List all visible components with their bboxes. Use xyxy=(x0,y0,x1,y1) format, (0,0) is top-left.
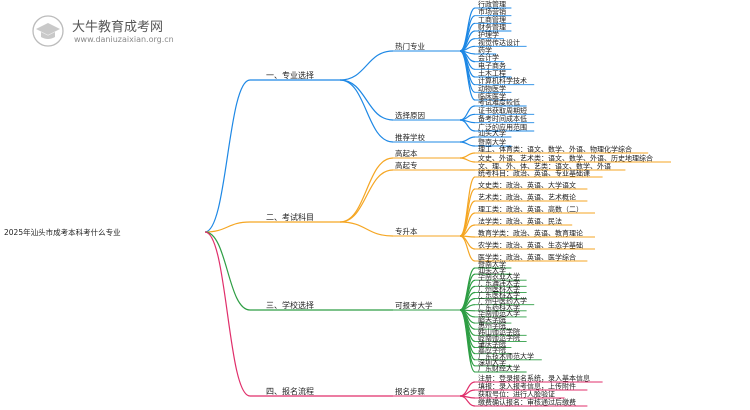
item-connector xyxy=(459,381,476,397)
leaf-item: 理工类：政治、英语、高数（二） xyxy=(478,205,583,214)
leaf-item: 动物医学 xyxy=(478,84,506,93)
leaf-item: 广东医科大学 xyxy=(478,290,520,299)
leaf-item: 广泛的应用范围 xyxy=(478,123,527,132)
leaf-item: 广州中医药大学 xyxy=(478,296,527,305)
item-connector xyxy=(459,157,476,163)
leaf-item: 教育学类：政治、英语、教育理论 xyxy=(478,229,583,238)
group-connector xyxy=(339,50,394,81)
leaf-item: 缴费确认报名：审核通过后缴费 xyxy=(478,398,576,407)
leaf-item: 韶关学院 xyxy=(478,315,506,324)
item-connector xyxy=(459,235,476,262)
group-connector xyxy=(339,79,394,143)
leaf-item: 华南师范大学 xyxy=(478,308,520,317)
leaf-item: 土木工程 xyxy=(478,69,506,78)
leaf-item: 视觉传达设计 xyxy=(478,38,520,47)
group-connector xyxy=(339,169,394,223)
leaf-item: 填报：录入报考信息，上传附件 xyxy=(478,382,576,391)
group-label: 热门专业 xyxy=(395,41,425,51)
item-connector xyxy=(459,141,476,147)
root-connector xyxy=(204,221,251,233)
leaf-item: 备考时间成本低 xyxy=(478,114,527,123)
leaf-item: 农学类：政治、英语、生态学基础 xyxy=(478,241,583,250)
leaf-item: 医学类：政治、英语、医学综合 xyxy=(478,253,576,262)
leaf-item: 嘉应学院 xyxy=(478,345,506,354)
leaf-item: 暨南大学 xyxy=(478,138,506,147)
group-label: 可报考大学 xyxy=(395,300,433,310)
graduation-cap-logo-icon xyxy=(32,15,64,47)
leaf-item: 岭南师范学院 xyxy=(478,333,520,342)
group-connector xyxy=(339,221,394,237)
leaf-item: 汕头大学 xyxy=(478,129,506,138)
leaf-item: 计算机科学技术 xyxy=(478,76,527,85)
leaf-item: 文史类：政治、英语、大学语文 xyxy=(478,181,576,190)
leaf-item: 艺术类：政治、英语、艺术概论 xyxy=(478,193,576,202)
group-connector xyxy=(339,157,394,223)
root-connector xyxy=(204,79,251,233)
leaf-item: 法学类：政治、英语、民法 xyxy=(478,217,562,226)
item-connector xyxy=(459,176,476,237)
leaf-item: 护理学 xyxy=(478,30,499,39)
leaf-item: 深圳大学 xyxy=(478,357,506,366)
leaf-item: 肇庆学院 xyxy=(478,339,506,348)
root-topic: 2025年汕头市成考本科考什么专业 xyxy=(4,227,121,237)
item-connector xyxy=(459,188,476,237)
leaf-item: 文、理、外、体、艺类：语文、数学、外语 xyxy=(478,162,611,171)
branch-label: 四、报名流程 xyxy=(266,386,314,396)
leaf-item: 广州医科大学 xyxy=(478,284,520,293)
watermark-url: www.daniuzaixian.org.cn xyxy=(74,35,174,44)
branch-label: 一、专业选择 xyxy=(266,70,314,80)
item-connector xyxy=(459,119,476,132)
leaf-item: 药学 xyxy=(478,46,492,55)
leaf-item: 财务管理 xyxy=(478,23,506,32)
group-label: 选择原因 xyxy=(395,110,425,120)
leaf-item: 证书获取周期短 xyxy=(478,106,527,115)
group-label: 高起本 xyxy=(395,148,418,158)
root-connector xyxy=(204,231,251,311)
group-label: 报名步骤 xyxy=(395,386,425,396)
item-connector xyxy=(459,152,476,159)
leaf-item: 注册：登录报名系统，录入基本信息 xyxy=(478,374,590,383)
group-label: 高起专 xyxy=(395,160,418,170)
group-connector xyxy=(339,79,394,121)
item-connector xyxy=(459,309,476,373)
leaf-item: 惠州学院 xyxy=(478,321,506,330)
watermark-title: 大牛教育成考网 xyxy=(72,20,164,35)
group-label: 专升本 xyxy=(395,226,418,236)
group-label: 推荐学校 xyxy=(395,132,425,142)
leaf-item: 市场营销 xyxy=(478,7,506,16)
watermark: 大牛教育成考网 www.daniuzaixian.org.cn xyxy=(30,14,220,48)
branch-label: 二、考试科目 xyxy=(266,212,314,222)
leaf-item: 暨南大学 xyxy=(478,260,506,269)
leaf-item: 统考科目：政治、英语、专业基础课 xyxy=(478,169,590,178)
item-connector xyxy=(459,50,476,101)
leaf-item: 会计学 xyxy=(478,53,499,62)
leaf-item: 广东财经大学 xyxy=(478,364,520,373)
leaf-item: 文史、外语、艺术类：语文、数学、外语、历史地理综合 xyxy=(478,154,653,163)
leaf-item: 韩山师范学院 xyxy=(478,327,520,336)
leaf-item: 考试难度较低 xyxy=(478,98,520,107)
leaf-item: 汕头大学 xyxy=(478,266,506,275)
leaf-item: 理工、体育类：语文、数学、外语、物理化学综合 xyxy=(478,145,632,154)
leaf-item: 行政管理 xyxy=(478,0,506,9)
leaf-item: 华南农业大学 xyxy=(478,272,520,281)
root-connector xyxy=(204,231,251,397)
leaf-item: 临床医学 xyxy=(478,92,506,101)
leaf-item: 获取号位：进行人脸验证 xyxy=(478,390,555,399)
item-connector xyxy=(459,395,476,407)
leaf-item: 广东海洋大学 xyxy=(478,278,520,287)
leaf-item: 广东药科大学 xyxy=(478,302,520,311)
leaf-item: 广东技术师范大学 xyxy=(478,351,534,360)
branch-label: 三、学校选择 xyxy=(266,300,314,310)
leaf-item: 工商管理 xyxy=(478,15,506,24)
item-connector xyxy=(459,113,476,121)
item-connector xyxy=(459,136,476,143)
leaf-item: 电子商务 xyxy=(478,61,506,70)
